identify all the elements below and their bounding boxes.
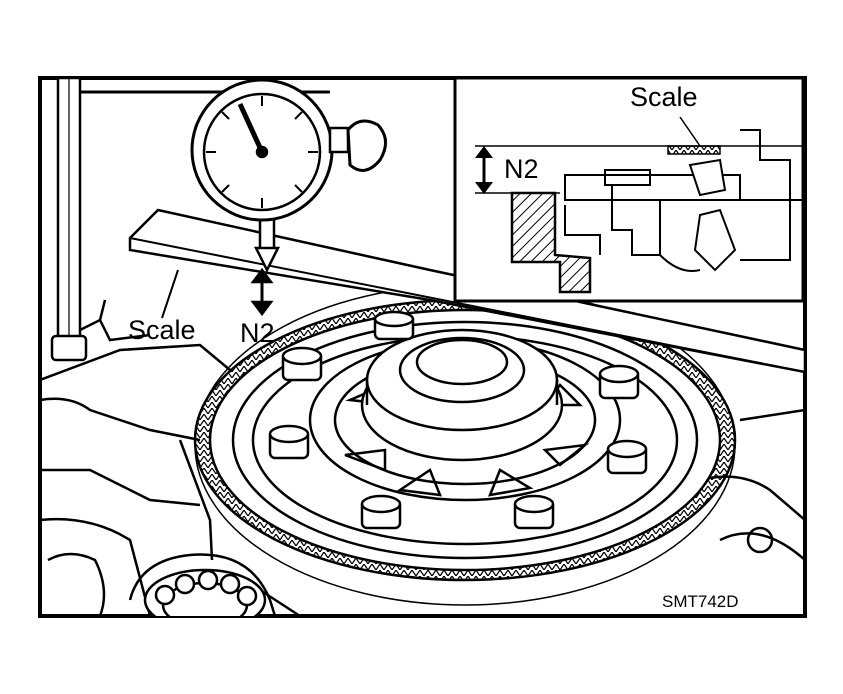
inset-n2-label: N2 (504, 154, 539, 184)
inset-double-arrow-icon (475, 146, 493, 194)
double-arrow-icon (250, 267, 274, 317)
ring-gear-icon (193, 284, 737, 606)
bearing-icon (143, 568, 267, 616)
n2-label: N2 (240, 318, 275, 348)
scale-label: Scale (128, 315, 196, 345)
figure-code: SMT742D (662, 592, 739, 611)
scale-leader-line (161, 269, 179, 319)
ring-gear-bolts (268, 310, 648, 530)
inset-scale-label: Scale (630, 82, 698, 112)
indicator-stand (50, 78, 330, 362)
inset-detail (453, 76, 805, 303)
dial-indicator-icon (190, 78, 387, 273)
